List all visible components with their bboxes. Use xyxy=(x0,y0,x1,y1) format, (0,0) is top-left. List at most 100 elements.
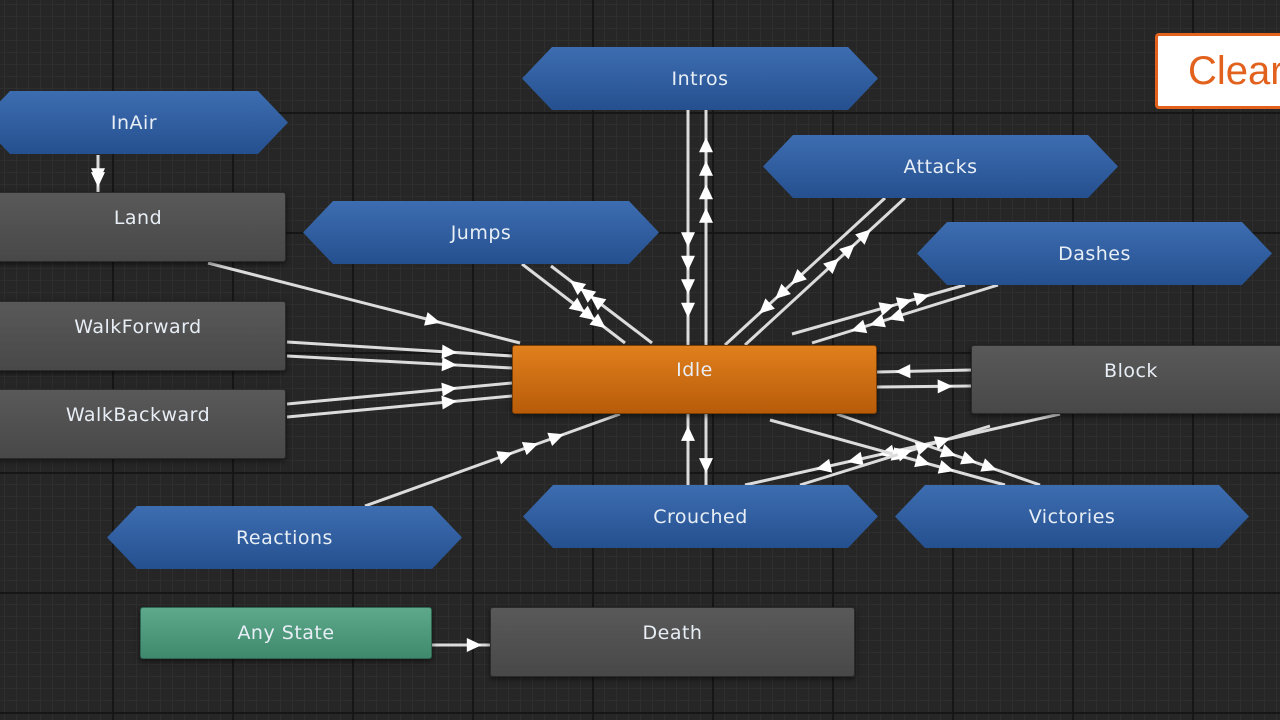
state-any-state[interactable]: Any State xyxy=(140,607,432,659)
transition-jumps-to-idle[interactable] xyxy=(521,262,626,345)
transition-idle-to-walkbackward[interactable] xyxy=(286,394,513,419)
transition-arrow-icon xyxy=(914,453,931,468)
transition-arrow-icon xyxy=(839,243,855,260)
transition-anystate-to-death[interactable] xyxy=(432,638,490,652)
transition-arrow-icon xyxy=(895,364,911,379)
transition-arrow-icon xyxy=(580,288,597,303)
transition-arrow-icon xyxy=(579,305,596,321)
transition-walkforward-to-idle[interactable] xyxy=(286,340,513,360)
transition-dashes-to-idle[interactable] xyxy=(811,283,999,345)
state-walkforward[interactable]: WalkForward xyxy=(0,301,286,371)
transition-inair-to-land[interactable] xyxy=(91,155,105,192)
transition-arrow-icon xyxy=(589,313,606,329)
transition-arrow-icon xyxy=(847,451,864,466)
transition-attacks-to-idle[interactable] xyxy=(723,196,887,347)
transition-arrow-icon xyxy=(791,269,807,285)
transition-arrow-icon xyxy=(823,258,839,274)
state-idle-default[interactable]: Idle xyxy=(512,345,877,414)
state-machine-reactions-label: Reactions xyxy=(236,526,333,549)
state-walkforward-label: WalkForward xyxy=(74,316,202,338)
transition-idle-to-victories-alt[interactable] xyxy=(769,418,1006,487)
state-machine-dashes[interactable]: Dashes xyxy=(917,222,1272,285)
state-machine-crouched-label: Crouched xyxy=(653,505,748,528)
transition-arrow-icon xyxy=(914,441,932,456)
state-death-label: Death xyxy=(642,622,703,644)
state-machine-jumps[interactable]: Jumps xyxy=(303,201,659,264)
transition-arrow-icon xyxy=(699,184,713,200)
transition-arrow-icon xyxy=(895,297,913,311)
transition-arrow-icon xyxy=(699,137,713,153)
transition-arrow-icon xyxy=(759,298,775,314)
transition-arrow-icon xyxy=(496,451,513,465)
transition-arrow-icon xyxy=(441,357,457,372)
state-machine-inair-label: InAir xyxy=(110,111,158,134)
state-machine-intros[interactable]: Intros xyxy=(522,47,878,110)
transition-arrow-icon xyxy=(521,441,539,456)
transition-arrow-icon xyxy=(466,638,482,652)
transition-arrow-icon xyxy=(960,451,977,465)
transition-arrow-icon xyxy=(699,458,713,474)
transition-arrow-icon xyxy=(441,382,457,397)
transition-arrow-icon xyxy=(681,279,695,295)
transition-arrow-icon xyxy=(855,229,871,245)
transition-arrow-icon xyxy=(681,255,695,271)
clear-button[interactable]: Clear xyxy=(1155,33,1280,109)
transition-arrow-icon xyxy=(91,172,105,188)
state-machine-jumps-label: Jumps xyxy=(450,221,512,244)
transition-arrow-icon xyxy=(424,312,441,326)
transition-arrow-icon xyxy=(850,319,868,334)
transition-arrow-icon xyxy=(890,447,908,461)
transition-intros-to-idle[interactable] xyxy=(681,110,695,345)
state-walkbackward-label: WalkBackward xyxy=(65,404,211,426)
state-machine-victories[interactable]: Victories xyxy=(895,485,1249,548)
transition-arrow-icon xyxy=(775,283,791,300)
transition-crouched-to-idle[interactable] xyxy=(681,414,695,485)
state-machine-attacks[interactable]: Attacks xyxy=(763,135,1118,198)
transition-idle-to-walkforward[interactable] xyxy=(286,354,513,372)
transition-idle-to-jumps[interactable] xyxy=(550,264,653,345)
transition-walkbackward-to-idle[interactable] xyxy=(286,381,513,406)
clear-button-label: Clear xyxy=(1188,49,1280,93)
transition-idle-to-block[interactable] xyxy=(876,379,972,394)
transition-crouched-to-block[interactable] xyxy=(799,424,991,487)
transition-idle-to-intros[interactable] xyxy=(699,110,713,345)
state-walkbackward[interactable]: WalkBackward xyxy=(0,389,286,459)
transition-arrow-icon xyxy=(91,168,105,184)
state-machine-dashes-label: Dashes xyxy=(1058,242,1131,265)
transition-arrow-icon xyxy=(568,297,585,313)
transition-arrow-icon xyxy=(913,292,930,306)
state-machine-inair[interactable]: InAir xyxy=(0,91,288,154)
transition-arrow-icon xyxy=(815,458,833,473)
transition-idle-to-dashes[interactable] xyxy=(791,283,966,336)
transition-block-to-idle[interactable] xyxy=(876,364,972,379)
state-land[interactable]: Land xyxy=(0,192,286,262)
transition-idle-to-crouched[interactable] xyxy=(699,414,713,485)
transition-arrow-icon xyxy=(937,379,953,394)
state-machine-attacks-label: Attacks xyxy=(903,155,978,178)
transition-arrow-icon xyxy=(699,160,713,176)
transition-block-to-crouched[interactable] xyxy=(744,412,1061,487)
transition-arrow-icon xyxy=(878,444,896,459)
transition-arrow-icon xyxy=(681,302,695,318)
transition-idle-to-victories[interactable] xyxy=(836,412,1041,487)
state-machine-reactions[interactable]: Reactions xyxy=(107,506,462,569)
transition-arrow-icon xyxy=(547,432,564,446)
state-block[interactable]: Block xyxy=(971,345,1280,414)
transition-arrow-icon xyxy=(878,302,895,316)
transition-arrow-icon xyxy=(939,444,957,458)
transition-idle-to-attacks[interactable] xyxy=(743,196,907,347)
transition-arrow-icon xyxy=(441,395,457,410)
transition-arrow-icon xyxy=(888,308,905,322)
state-machine-victories-label: Victories xyxy=(1028,505,1116,528)
state-death[interactable]: Death xyxy=(490,607,855,677)
transition-arrow-icon xyxy=(569,280,587,296)
state-idle-label: Idle xyxy=(676,359,713,381)
transition-arrow-icon xyxy=(699,207,713,223)
transition-arrow-icon xyxy=(590,295,607,311)
transition-arrow-icon xyxy=(441,344,457,359)
transition-arrow-icon xyxy=(980,458,997,472)
transition-arrow-icon xyxy=(937,460,955,474)
state-machine-crouched[interactable]: Crouched xyxy=(523,485,878,548)
transition-arrow-icon xyxy=(933,436,951,450)
